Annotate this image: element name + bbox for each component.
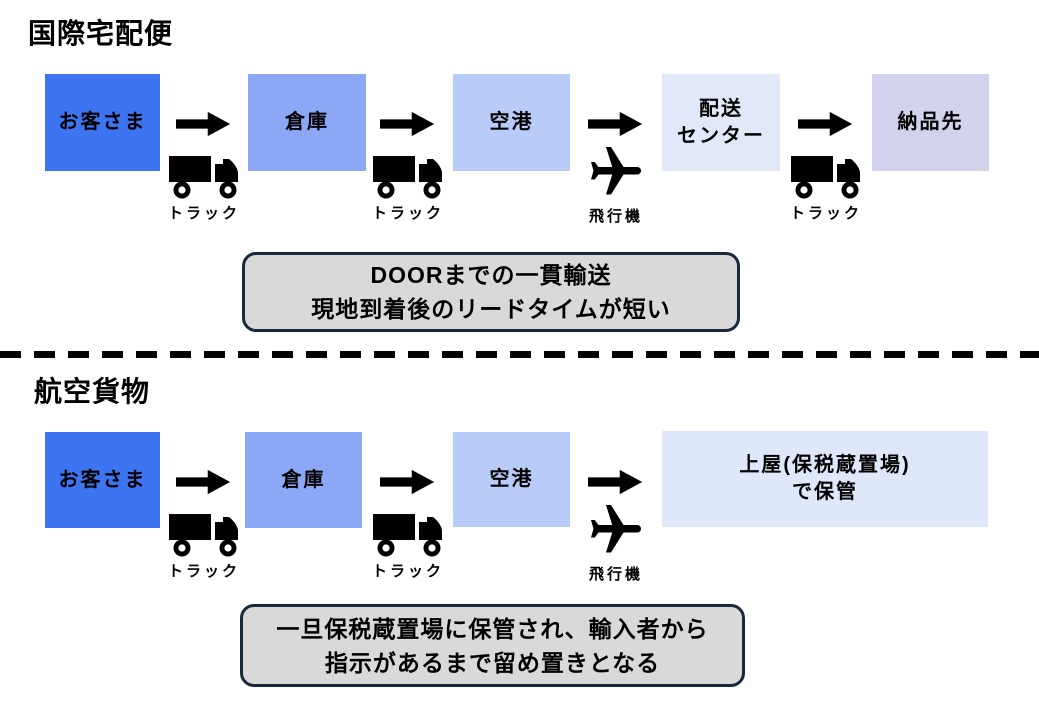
section-title-air-cargo: 航空貨物 xyxy=(34,376,151,407)
node-warehouse-2-label: 倉庫 xyxy=(281,468,326,491)
arrow-right-icon xyxy=(380,469,435,495)
node-delivery-destination: 納品先 xyxy=(872,74,989,171)
airplane-icon xyxy=(591,147,641,195)
transport-label: トラック xyxy=(167,563,240,580)
note-air-cargo-line1: 一旦保税蔵置場に保管され、輸入者から xyxy=(276,615,709,642)
arrow-right-icon xyxy=(588,469,643,495)
airplane-icon xyxy=(591,505,641,553)
node-warehouse: 倉庫 xyxy=(248,74,366,171)
transport-label: トラック xyxy=(167,205,240,222)
node-airport-label: 空港 xyxy=(489,111,534,133)
note-air-cargo: 一旦保税蔵置場に保管され、輸入者から 指示があるまで留め置きとなる xyxy=(240,604,745,687)
node-distribution-center-label-line2: センター xyxy=(677,124,765,147)
transport-truck-2: トラック xyxy=(368,110,448,223)
transport-plane-2: 飛行機 xyxy=(576,468,656,584)
node-customer-label: お客さま xyxy=(58,111,147,133)
node-bonded-warehouse: 上屋(保税蔵置場) で保管 xyxy=(662,431,988,527)
truck-icon xyxy=(373,514,442,557)
transport-label: トラック xyxy=(789,205,862,222)
node-airport: 空港 xyxy=(453,74,570,171)
transport-plane-1: 飛行機 xyxy=(576,110,656,226)
node-customer-2-label: お客さま xyxy=(58,468,147,491)
arrow-right-icon xyxy=(176,469,231,495)
transport-label: 飛行機 xyxy=(588,208,643,225)
node-airport-2-label: 空港 xyxy=(489,468,534,490)
transport-truck-4: トラック xyxy=(164,468,244,581)
transport-truck-3: トラック xyxy=(786,110,866,223)
transport-truck-1: トラック xyxy=(164,110,244,223)
transport-truck-5: トラック xyxy=(368,468,448,581)
truck-icon xyxy=(373,156,442,199)
node-warehouse-2: 倉庫 xyxy=(245,432,362,528)
arrow-right-icon xyxy=(798,111,853,137)
arrow-right-icon xyxy=(588,111,643,137)
node-distribution-center-label-line1: 配送 xyxy=(699,97,743,120)
note-air-cargo-line2: 指示があるまで留め置きとなる xyxy=(324,649,661,676)
arrow-right-icon xyxy=(380,111,435,137)
dashed-divider xyxy=(0,351,1039,358)
node-bonded-warehouse-label-line1: 上屋(保税蔵置場) xyxy=(739,454,911,476)
truck-icon xyxy=(169,514,238,557)
truck-icon xyxy=(169,156,238,199)
transport-label: トラック xyxy=(371,563,444,580)
transport-label: トラック xyxy=(371,205,444,222)
node-airport-2: 空港 xyxy=(453,432,570,527)
arrow-right-icon xyxy=(176,111,231,137)
truck-icon xyxy=(791,156,860,199)
note-courier-line2: 現地到着後のリードタイムが短い xyxy=(311,296,671,322)
note-courier-line1: DOORまでの一貫輸送 xyxy=(370,262,612,288)
section-title-international-courier: 国際宅配便 xyxy=(28,18,174,49)
node-delivery-destination-label: 納品先 xyxy=(897,111,964,133)
node-warehouse-label: 倉庫 xyxy=(285,111,329,133)
node-bonded-warehouse-label-line2: で保管 xyxy=(792,481,858,503)
note-courier: DOORまでの一貫輸送 現地到着後のリードタイムが短い xyxy=(242,252,740,332)
node-customer: お客さま xyxy=(45,74,160,171)
transport-label: 飛行機 xyxy=(588,566,643,583)
node-customer-2: お客さま xyxy=(45,432,160,528)
node-distribution-center: 配送 センター xyxy=(662,74,780,171)
